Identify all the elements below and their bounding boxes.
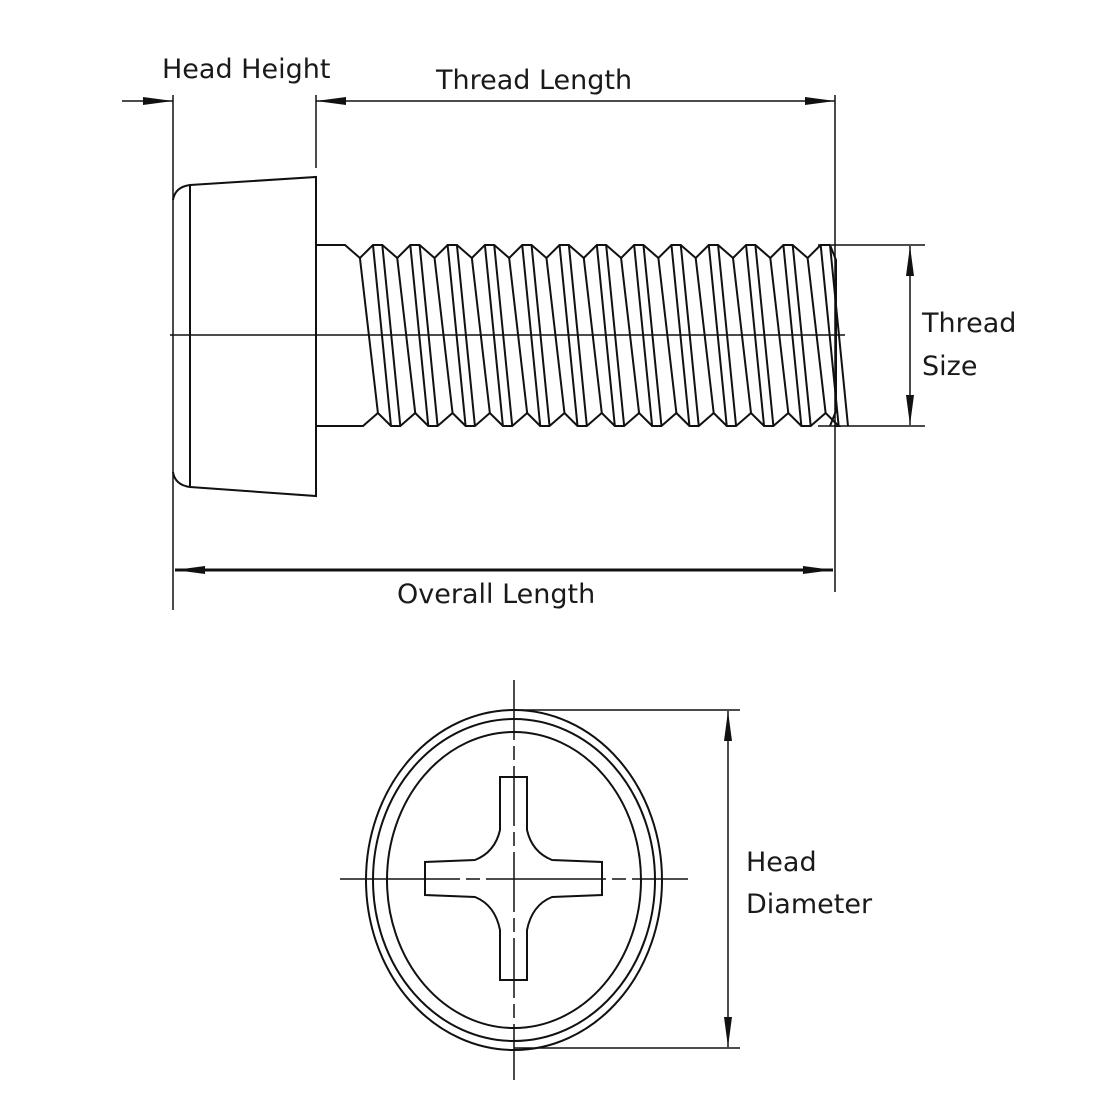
- label-thread-size-line1: Thread: [922, 308, 1017, 339]
- label-head-diameter-line1: Head: [746, 847, 817, 878]
- label-head-diameter-line2: Diameter: [746, 889, 873, 920]
- label-overall-length: Overall Length: [397, 579, 596, 610]
- thread-top-profile: [316, 244, 830, 260]
- label-thread-length: Thread Length: [436, 65, 633, 96]
- label-head-height: Head Height: [162, 54, 331, 85]
- dimension-lines: [122, 95, 925, 610]
- phillips-recess: [424, 776, 603, 981]
- top-view: [340, 680, 740, 1080]
- screw-head-outline: [172, 175, 317, 498]
- label-thread-size-line2: Size: [922, 351, 978, 382]
- side-view: [170, 175, 849, 498]
